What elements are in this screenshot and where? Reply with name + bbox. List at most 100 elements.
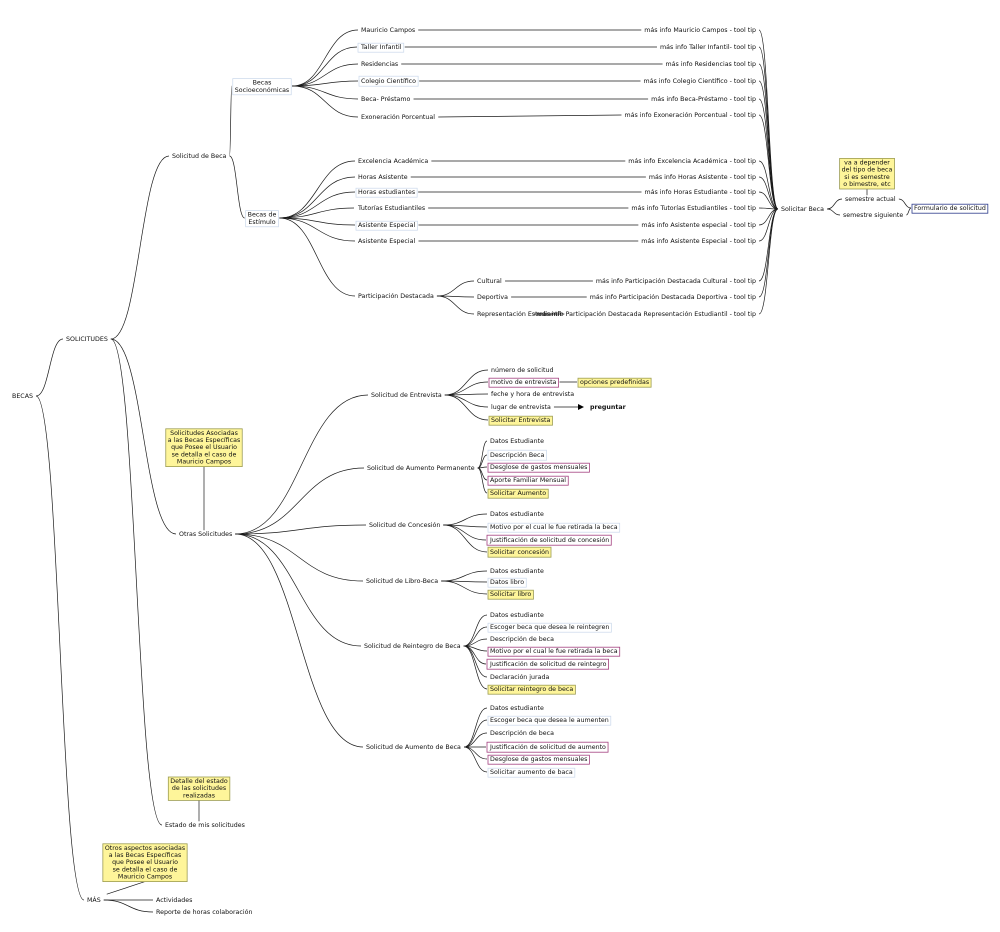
node-box-concesion-1 [487,522,621,533]
node-label-tip-2: más info Residencias tool tip [666,60,756,68]
node-participacion: Participación Destacada [358,292,434,300]
edge-socio-5 [292,85,359,118]
edge-becas-mas [35,395,85,901]
edge-aumento_beca-2 [464,732,488,748]
edge-entrevista-4 [444,394,489,421]
node-label-reintegro-4: Justificación de solicitud de reintegro [489,660,607,668]
node-box-mas-note [102,843,188,882]
node-tip-1: más info Taller Infantil- tool tip [660,43,756,51]
node-label-mas: MÁS [87,895,101,904]
node-label-becas-estimulo-0: Becas de [248,212,277,219]
node-label-tip-6: más info Excelencia Académica - tool tip [628,157,756,165]
node-solicitud-beca: Solicitud de Beca [172,153,227,160]
node-label-libro: Solicitud de Libro-Beca [366,578,438,585]
connector-lines [35,29,912,913]
node-box-est-2 [355,187,418,198]
node-aumento_beca-2: Descripción de beca [490,729,554,737]
edge-entrevista-1 [444,381,489,396]
node-est-2: Horas estudiantes [355,187,418,198]
node-label-est-4: Asistente Especial [358,222,415,229]
node-tip-0: más info Mauricio Campos - tool tip [644,26,756,34]
edge-becas-solicitudes [35,338,64,397]
edge-solicitudes-otras [110,338,177,535]
node-label-concesion-3: Solicitar concesión [490,548,549,556]
node-label-concesion-2: Justificación de solicitud de concesión [489,536,609,544]
edge-otras-reintegro [235,533,362,647]
node-preguntar: preguntar [590,404,627,411]
node-label-concesion: Solicitud de Concesión [369,521,440,529]
node-label-tip-5: más info Exoneración Porcentual - tool t… [624,111,756,119]
node-entrevista-3: lugar de entrevista [491,404,551,411]
node-libro-0: Datos estudiante [490,568,544,575]
node-socio-1: Taller Infantil [357,42,405,53]
node-label-est-2: Horas estudiantes [358,189,415,196]
node-box-socio-1 [357,42,405,53]
edge-libro-2 [441,580,488,595]
node-label-tip-11: más info Asistente Especial - tool tip [641,237,756,245]
edge-aumento_perm-1 [477,454,488,469]
node-label-semestre-note-3: o bimestre, etc [843,181,891,188]
node-box-reintegro-4 [486,658,609,670]
edge-socio-3 [292,80,359,87]
edge-otras-entrevista [235,394,369,535]
node-estado: Estado de mis solicitudes [165,822,245,829]
node-formulario: Formulario de solicitud [911,203,989,214]
node-tip-5: más info Exoneración Porcentual - tool t… [624,111,756,119]
node-label-semestre-siguiente: semestre siguiente [843,212,903,219]
node-tip-12: más info Participación Destacada Cultura… [596,277,756,285]
edge-aumento_perm-3 [477,467,488,481]
node-label-formulario: Formulario de solicitud [914,205,986,212]
edge-estimulo-4 [279,217,356,226]
edge-estimulo-3 [279,207,355,219]
node-solicitudes: SOLICITUDES [66,336,108,343]
node-label-aumento_beca: Solicitud de Aumento de Beca [366,744,461,751]
node-label-otras-note-2: que Posee el Usuario [171,444,237,451]
node-label-solicitar-beca: Solicitar Beca [781,206,824,213]
node-socio-5: Exoneración Porcentual [361,113,435,121]
node-est-3: Tutorías Estudiantiles [357,204,425,212]
node-reintegro: Solicitud de Reintegro de Beca [364,643,461,650]
node-box-libro-2 [487,589,534,600]
node-est-5: Asistente Especial [358,238,415,245]
node-aumento_beca-0: Datos estudiante [490,705,544,712]
node-label-estado: Estado de mis solicitudes [165,822,245,829]
node-entrevista-2: feche y hora de entrevista [491,391,574,398]
edge-mas-mas-1 [103,899,154,913]
edge-reintegro-1 [463,626,488,647]
edge-reintegro-0 [463,614,488,647]
edge-solicitud-beca-becas-socio [229,85,233,157]
edge-solicitudes-beca [110,155,170,340]
node-label-participacion: Participación Destacada [358,292,434,300]
node-box-aumento_perm-4 [487,488,549,499]
edge-aumento_beca-5 [463,746,488,773]
node-label-part-0: Cultural [477,278,502,285]
node-label-estado-note-0: Detalle del estado [170,778,228,785]
node-box-aumento_perm-1 [487,449,547,461]
node-label-aumento_beca-5: Solicitar aumento de baca [490,769,573,776]
node-box-semestre-note [839,157,895,190]
edge-solicitar-beca-semestre-siguiente [827,208,841,216]
edge-semestre-actual-formulario [898,198,912,209]
node-label-entrevista-2: feche y hora de entrevista [491,391,574,398]
edge-tip-solicitar-7 [758,176,779,210]
node-libro-2: Solicitar libro [487,589,534,600]
node-label-reintegro-1: Escoger beca que desea le reintegren [490,624,609,631]
node-label-tip-12: más info Participación Destacada Cultura… [596,277,756,285]
edge-reintegro-6 [463,645,488,690]
node-reintegro-4: Justificación de solicitud de reintegro [486,658,609,670]
node-concesion: Solicitud de Concesión [369,521,440,529]
node-box-aumento_beca-3 [486,741,609,753]
node-label-aumento_perm-0: Datos Estudiante [490,438,544,445]
node-label-aumento_beca-3: Justificación de solicitud de aumento [489,743,606,751]
node-label-otras-note-4: Mauricio Campos [177,459,231,466]
edge-tip-solicitar-11 [758,208,779,242]
arrow-head-icon [578,404,584,410]
node-tip-10: más info Asistente especial - tool tip [641,221,756,229]
edge-tip-solicitar-3 [758,80,779,210]
node-label-solicitudes: SOLICITUDES [66,336,108,343]
node-aumento_beca: Solicitud de Aumento de Beca [366,744,461,751]
node-mas: MÁS [87,895,101,904]
